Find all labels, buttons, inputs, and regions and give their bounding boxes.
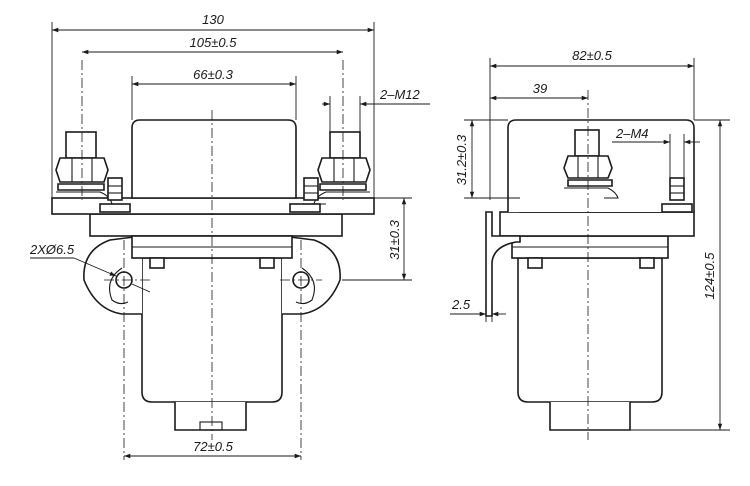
front-terminal-left	[55, 131, 113, 205]
side-screw-left	[527, 257, 543, 269]
front-base-block	[89, 213, 343, 237]
side-housing	[517, 257, 663, 403]
front-screw-left	[149, 257, 165, 269]
front-bottom-cap	[174, 402, 247, 431]
side-terminal	[563, 129, 619, 199]
side-screw-right	[639, 257, 655, 269]
front-bracket-right	[281, 235, 341, 315]
side-bottom-cap	[549, 402, 631, 431]
dim-side-center-offset: 39	[533, 81, 547, 96]
dim-front-overall-width: 130	[202, 12, 224, 27]
dim-front-cover-width: 66±0.3	[193, 67, 233, 82]
front-cover	[131, 119, 297, 199]
side-view: 82±0.5 39 2–M4 31.2±0.3 124±0.5 2.5	[450, 48, 730, 440]
front-screw-right	[259, 257, 275, 269]
dim-side-overall-width: 82±0.5	[572, 48, 612, 63]
dim-front-hole-spacing: 72±0.5	[193, 439, 233, 454]
front-aux-right	[289, 177, 321, 213]
dim-side-bracket-thickness: 2.5	[451, 297, 471, 312]
side-aux-terminal	[661, 177, 693, 213]
side-bracket	[485, 211, 521, 317]
front-view: 130 105±0.5 66±0.3 2–M12 31±0.3 2XØ6.5 7…	[29, 12, 430, 460]
dim-front-bracket-height: 31±0.3	[387, 219, 402, 259]
dim-side-top-height: 31.2±0.3	[454, 134, 469, 185]
dim-front-terminal-thread: 2–M12	[379, 87, 421, 102]
front-cap-slot	[199, 421, 223, 431]
dim-front-mount-holes: 2XØ6.5	[29, 242, 75, 257]
front-aux-left	[99, 177, 131, 213]
dim-side-aux-thread: 2–M4	[615, 126, 649, 141]
dim-side-overall-height: 124±0.5	[702, 252, 717, 300]
side-base-block	[499, 211, 695, 237]
front-terminal-right	[313, 131, 371, 205]
dim-front-terminal-spacing: 105±0.5	[190, 35, 238, 50]
